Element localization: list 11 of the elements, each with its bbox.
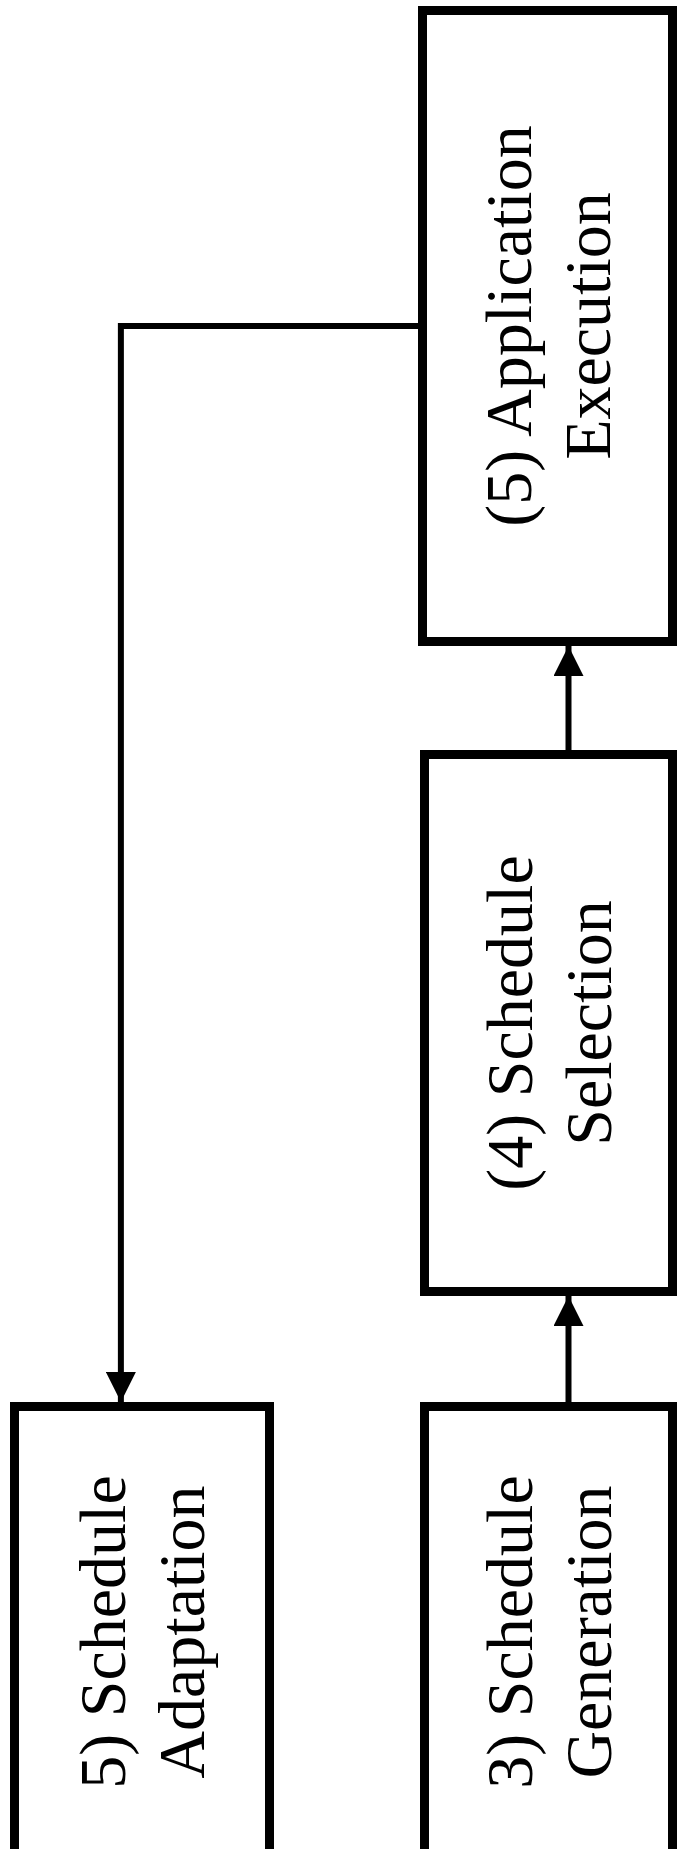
process-box [420,1402,677,1849]
process-box [420,750,677,1296]
arrow [553,1296,584,1402]
arrow [553,646,584,750]
step-label: (4) Schedule Selection [471,854,626,1193]
step-label: 3) Schedule Generation [471,1474,626,1791]
process-box [418,6,677,646]
process-box [10,1402,274,1849]
step-label: 5) Schedule Adaptation [64,1474,219,1791]
step-label: (5) Application Execution [470,124,625,529]
arrow [105,323,418,1402]
